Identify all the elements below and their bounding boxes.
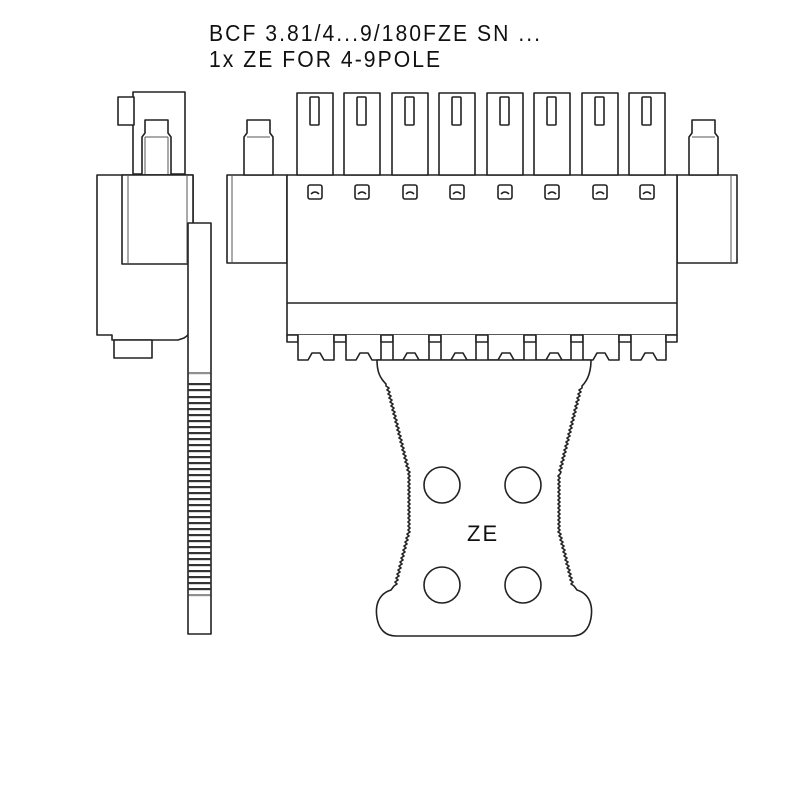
pole-tops: [296, 92, 666, 176]
strap-teeth: [188, 372, 211, 597]
ze-tab: ZE: [375, 359, 593, 637]
pole-bottoms: [286, 334, 678, 361]
title-line-1: BCF 3.81/4...9/180FZE SN ...: [209, 20, 543, 46]
title-line-2: 1x ZE FOR 4-9POLE: [209, 46, 443, 72]
drawing-title: BCF 3.81/4...9/180FZE SN ... 1x ZE FOR 4…: [209, 20, 542, 72]
mounting-hole: [423, 566, 461, 604]
release-windows: [307, 184, 655, 200]
mounting-hole: [423, 466, 461, 504]
mounting-hole: [504, 566, 542, 604]
mounting-hole: [504, 466, 542, 504]
front-view: [226, 92, 738, 361]
side-view: [96, 91, 212, 635]
ze-label: ZE: [467, 521, 499, 546]
